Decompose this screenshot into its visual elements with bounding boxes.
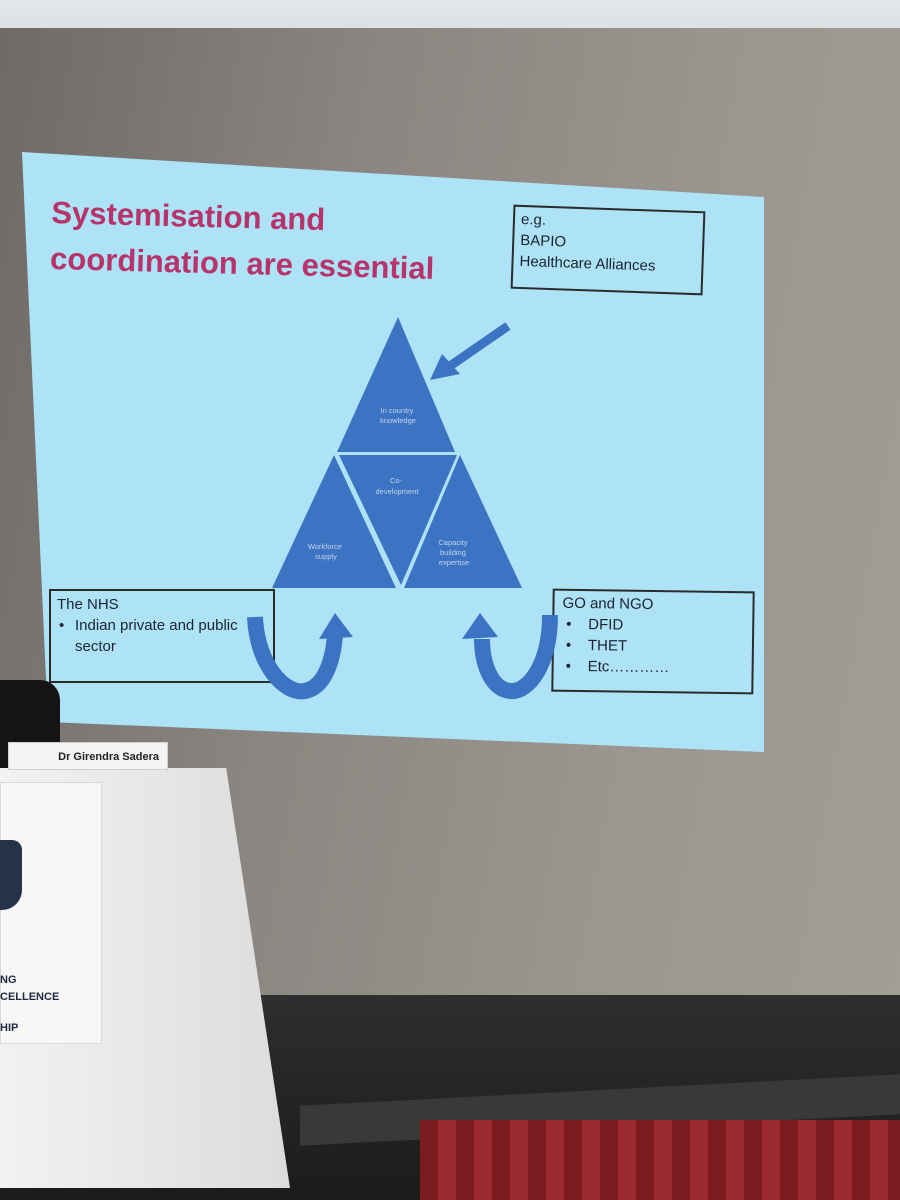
triangle-center [339,455,457,585]
nhs-heading: The NHS [57,596,119,613]
go-ngo-box: GO and NGO DFID THET Etc………… [551,588,755,695]
speaker-nameplate: Dr Girendra Sadera [8,742,168,770]
banner-line: HIP [0,1022,19,1034]
label-top: In country knowledge [380,406,416,425]
go-item: Etc………… [587,656,743,679]
banner-line: CELLENCE [0,991,60,1003]
triangle-diagram: In country knowledge Co- development Wor… [272,317,522,588]
banner-line: NG [0,974,17,986]
triangle-top [337,317,455,452]
triangle-right [404,455,522,588]
banner-text: NG CELLENCE HIP [0,972,59,1037]
slide-title: Systemisation and coordination are essen… [50,190,492,293]
curved-arrow-right-icon [462,613,558,699]
stage-skirt [420,1120,900,1200]
example-box: e.g. BAPIO Healthcare Alliances [510,204,706,296]
pointer-arrow-icon [430,322,511,380]
label-center: Co- development [376,476,420,496]
crest-logo-icon [0,840,22,910]
nhs-item: Indian private and public sector [59,615,267,657]
nhs-box: The NHS Indian private and public sector [49,589,275,683]
label-right: Capacity building expertise [438,538,469,567]
pull-up-banner [0,782,102,1044]
go-item: DFID [588,614,744,637]
go-heading: GO and NGO [562,594,654,614]
label-left: Workforce supply [308,542,344,561]
go-item: THET [588,635,744,658]
curved-arrow-left-icon [247,613,353,700]
triangle-left [272,455,396,588]
